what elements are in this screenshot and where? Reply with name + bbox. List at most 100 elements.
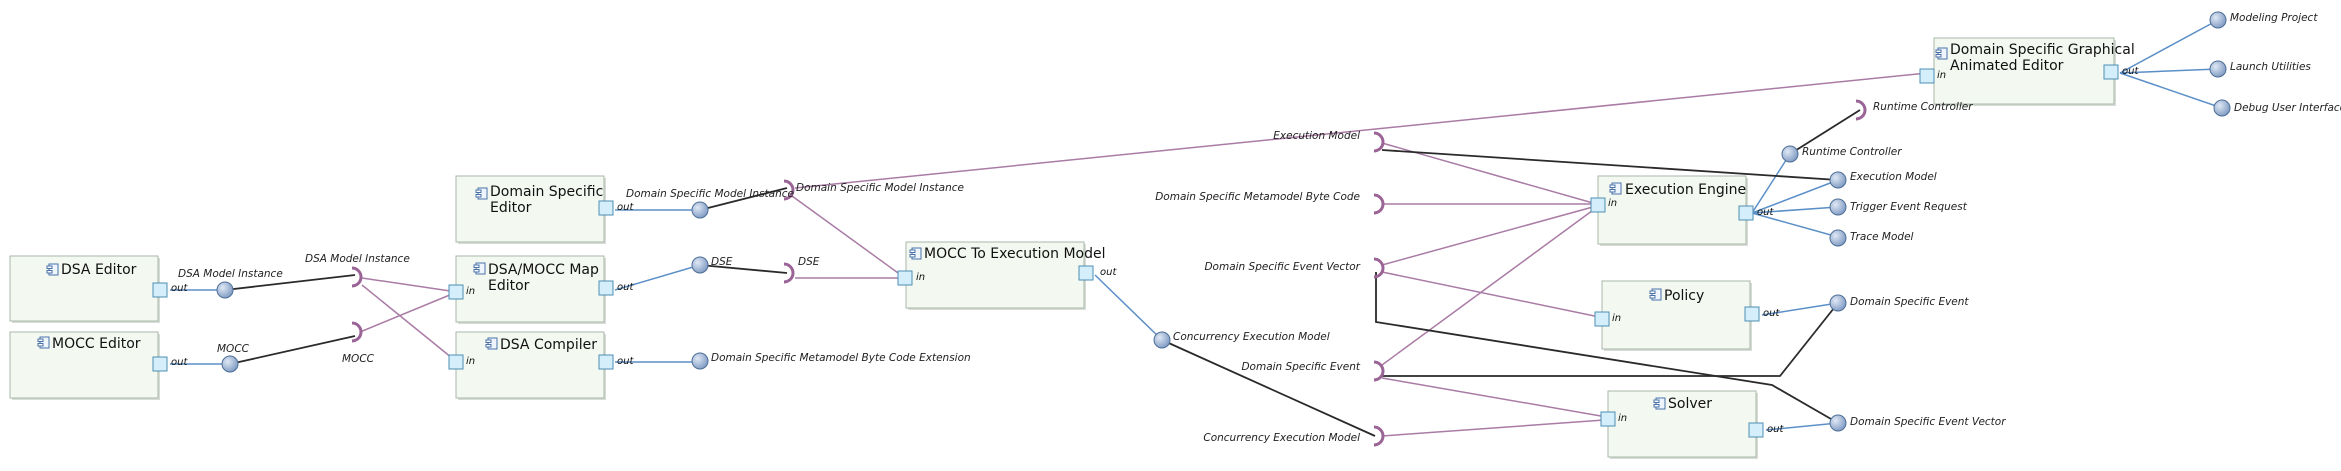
component-icon <box>1935 47 1948 60</box>
interface-label: MOCC <box>342 353 375 365</box>
provided-domain-specific-event[interactable]: Domain Specific Event <box>1829 294 1969 312</box>
required-concurrency-execution-model[interactable]: Concurrency Execution Model <box>1203 425 1385 447</box>
port-out[interactable] <box>1748 422 1764 438</box>
interface-label: Domain Specific Event <box>1241 361 1360 373</box>
dsa-mocc-map-editor-component[interactable]: DSA/MOCC Map Editor in out <box>448 255 634 324</box>
required-interface-socket <box>783 179 795 201</box>
port-label-out: out <box>1757 207 1774 218</box>
provided-interface-ball <box>221 355 239 373</box>
provided-dsmm-byte-code-extension[interactable]: Domain Specific Metamodel Byte Code Exte… <box>691 352 971 370</box>
provided-dsa-model-instance[interactable]: DSA Model Instance <box>178 268 283 299</box>
component-box <box>1607 390 1757 458</box>
wire-req-execmodel-to-engine <box>1381 142 1601 206</box>
component-box <box>455 175 605 243</box>
port-label-out: out <box>2122 66 2139 77</box>
provided-execution-model[interactable]: Execution Model <box>1829 171 1937 189</box>
provided-domain-specific-event-vector[interactable]: Domain Specific Event Vector <box>1829 414 2006 432</box>
component-title-line2: Editor <box>490 200 532 216</box>
required-runtime-controller[interactable]: Runtime Controller <box>1855 99 1973 121</box>
wire-req-mocc-to-map <box>359 291 458 333</box>
mocc-to-execution-model-component[interactable]: MOCC To Execution Model in out <box>897 241 1117 310</box>
component-icon <box>909 247 922 260</box>
interface-label: Debug User Interface <box>2234 102 2341 114</box>
component-icon <box>485 337 498 350</box>
required-domain-specific-event[interactable]: Domain Specific Event <box>1241 360 1385 382</box>
required-domain-specific-event-vector[interactable]: Domain Specific Event Vector <box>1204 257 1385 279</box>
port-out[interactable] <box>598 200 614 216</box>
port-out[interactable] <box>1744 306 1760 322</box>
provided-domain-specific-model-instance[interactable]: Domain Specific Model Instance <box>626 188 794 219</box>
provided-modeling-project[interactable]: Modeling Project <box>2209 11 2318 29</box>
interface-label: Launch Utilities <box>2230 61 2311 73</box>
required-interfaces: DSA Model Instance MOCC Domain Specific … <box>305 99 1973 447</box>
wire-engine-trigger <box>1751 206 1839 214</box>
provided-trace-model[interactable]: Trace Model <box>1829 229 1914 247</box>
wire-req-event-to-engine <box>1381 204 1601 366</box>
required-domain-specific-model-instance[interactable]: Domain Specific Model Instance <box>783 179 964 201</box>
provided-interface-ball <box>216 281 234 299</box>
component-box <box>455 331 605 399</box>
solver-component[interactable]: Solver in out <box>1600 390 1784 459</box>
port-in[interactable] <box>1600 411 1616 427</box>
port-in[interactable] <box>897 270 913 286</box>
graphical-animated-editor-component[interactable]: Domain Specific Graphical Animated Edito… <box>1919 37 2139 106</box>
port-label: out <box>171 357 188 368</box>
required-domain-specific-metamodel-byte-code[interactable]: Domain Specific Metamodel Byte Code <box>1155 191 1385 215</box>
port-label-in: in <box>466 286 475 297</box>
port-in[interactable] <box>1590 197 1606 213</box>
component-icon <box>475 187 488 200</box>
wire-map-editor-out <box>614 264 701 291</box>
interface-label: DSA Model Instance <box>178 268 283 280</box>
port-out[interactable] <box>1738 205 1754 221</box>
required-mocc[interactable]: MOCC <box>342 321 375 365</box>
provided-mocc[interactable]: MOCC <box>217 343 250 373</box>
interface-label: Runtime Controller <box>1802 146 1902 158</box>
provided-debug-user-interface[interactable]: Debug User Interface <box>2213 99 2341 117</box>
interface-label: DSA Model Instance <box>305 253 410 265</box>
provided-runtime-controller[interactable]: Runtime Controller <box>1781 145 1902 163</box>
port-label-in: in <box>916 272 925 283</box>
wire-mocc2exec-out <box>1094 274 1163 341</box>
component-icon <box>473 262 486 275</box>
port-out[interactable] <box>598 354 614 370</box>
provided-dse[interactable]: DSE <box>691 256 733 274</box>
assembly-domain-specific-event-vector <box>1375 272 1839 424</box>
required-dsa-model-instance[interactable]: DSA Model Instance <box>305 253 410 288</box>
wire-engine-trace <box>1751 212 1839 238</box>
provided-trigger-event-request[interactable]: Trigger Event Request <box>1829 198 1968 216</box>
port-in[interactable] <box>1594 311 1610 327</box>
port-out[interactable] <box>152 282 168 298</box>
port-in[interactable] <box>1919 68 1935 84</box>
dsa-editor-component[interactable]: DSA Editor out <box>9 255 188 323</box>
port-out[interactable] <box>1078 265 1094 281</box>
port-in[interactable] <box>448 354 464 370</box>
execution-engine-component[interactable]: Execution Engine in out <box>1590 175 1774 246</box>
component-icon <box>1649 288 1662 301</box>
wire-graphical-debug <box>2119 72 2223 109</box>
wire-req-dsmi-to-mocc2exec <box>791 195 906 279</box>
interface-label: Concurrency Execution Model <box>1173 331 1330 343</box>
required-execution-model[interactable]: Execution Model <box>1273 130 1385 153</box>
policy-component[interactable]: Policy in out <box>1594 280 1780 351</box>
mocc-editor-component[interactable]: MOCC Editor out <box>9 331 188 400</box>
provided-launch-utilities[interactable]: Launch Utilities <box>2209 60 2311 78</box>
port-out[interactable] <box>152 356 168 372</box>
interface-label: Concurrency Execution Model <box>1203 432 1360 444</box>
port-in[interactable] <box>448 284 464 300</box>
required-interface-socket <box>351 321 363 343</box>
provided-interface-ball <box>1829 229 1847 247</box>
wire-engine-runtime <box>1751 153 1791 214</box>
provided-concurrency-execution-model[interactable]: Concurrency Execution Model <box>1153 331 1330 349</box>
port-label-out: out <box>1767 424 1784 435</box>
interface-label: DSE <box>798 256 820 268</box>
required-interface-socket <box>1373 131 1385 153</box>
provided-interface-ball <box>691 352 709 370</box>
dsa-compiler-component[interactable]: DSA Compiler in out <box>448 331 634 400</box>
interface-label: Domain Specific Event Vector <box>1204 261 1360 273</box>
port-out[interactable] <box>598 280 614 296</box>
assembly-dsmi <box>699 187 788 211</box>
port-out[interactable] <box>2103 64 2119 80</box>
domain-specific-editor-component[interactable]: Domain Specific Editor out <box>455 175 634 244</box>
required-dse[interactable]: DSE <box>783 256 820 284</box>
interface-label: Modeling Project <box>2230 12 2318 24</box>
